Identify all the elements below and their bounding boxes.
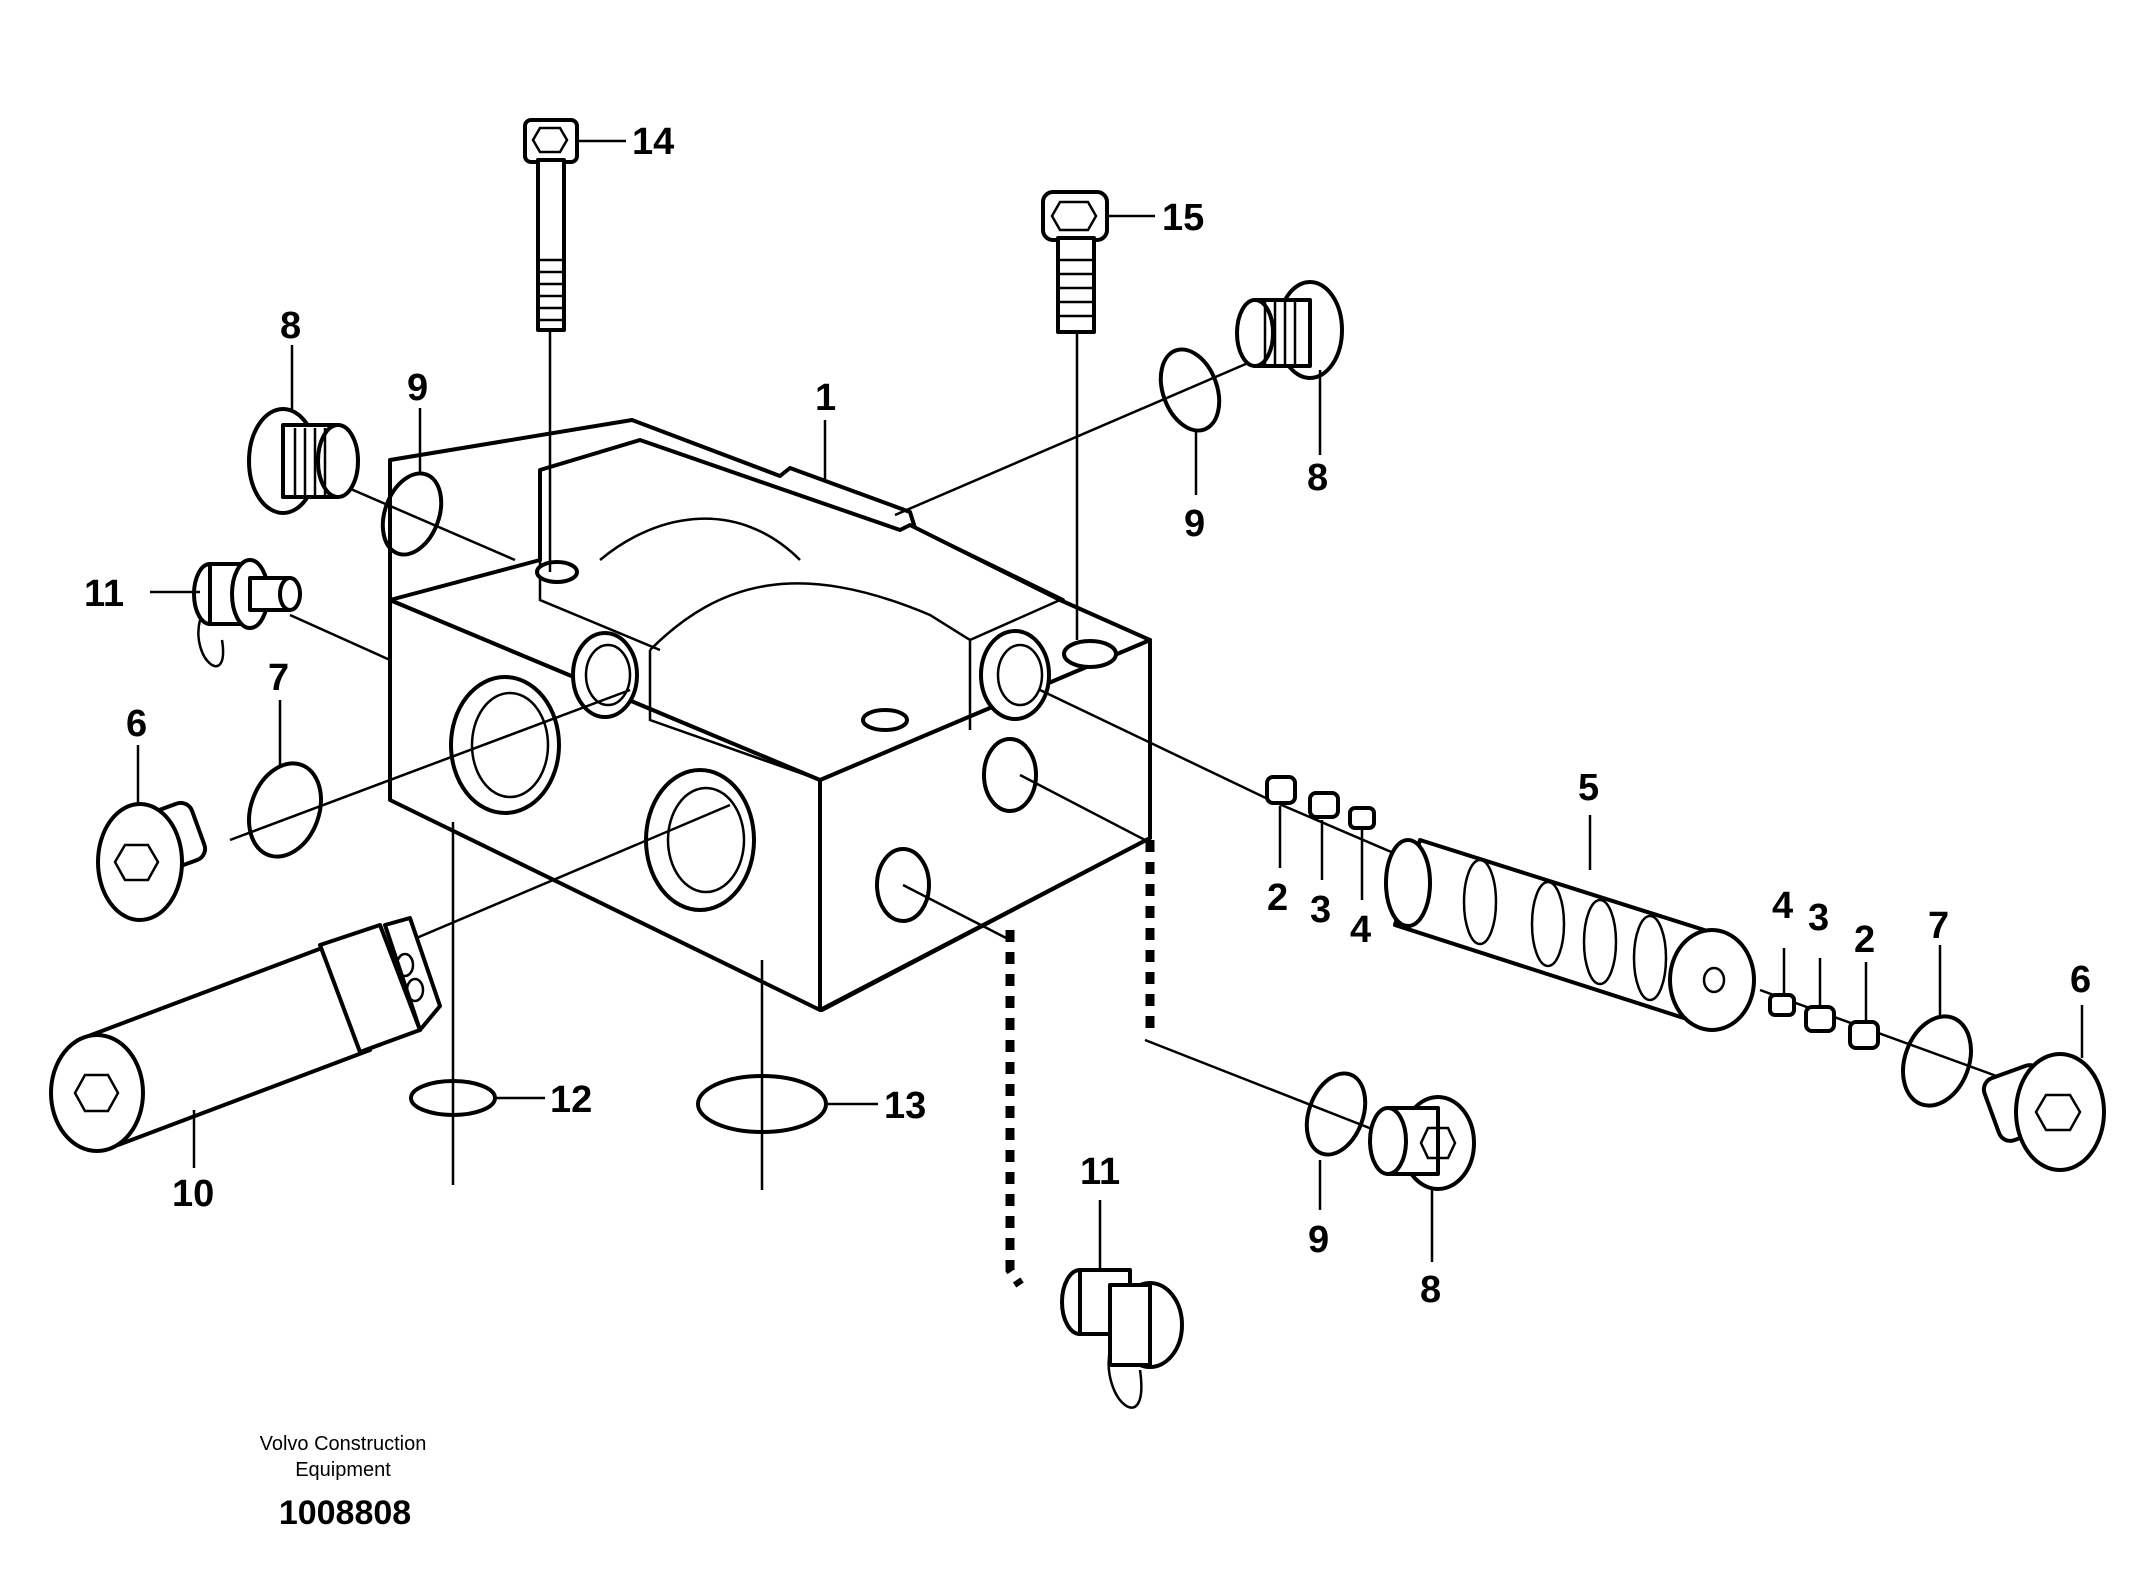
callout-11-top: 11	[84, 573, 124, 615]
callout-3-left: 3	[1310, 889, 1331, 931]
plug-6-right	[1981, 1052, 2106, 1172]
test-port-11-bottom	[1060, 1268, 1184, 1409]
callout-4-left: 4	[1350, 909, 1371, 951]
callout-8-right: 8	[1307, 457, 1328, 499]
callout-12: 12	[550, 1079, 592, 1121]
inserts-left	[1265, 775, 1376, 830]
callout-9-bottom: 9	[1308, 1219, 1329, 1261]
callout-4-right: 4	[1772, 885, 1793, 927]
plug-8-left	[247, 407, 360, 515]
bolt-14	[523, 118, 579, 332]
callout-15: 15	[1162, 197, 1204, 239]
footer-company-line2: Equipment	[295, 1459, 391, 1481]
hose-line-a	[1005, 930, 1024, 1288]
callout-8-bottom: 8	[1420, 1269, 1441, 1311]
spool-5	[1384, 838, 1756, 1032]
oring-9-bottom	[1304, 1071, 1368, 1157]
valve-block	[388, 418, 1152, 1012]
leader-lines	[229, 325, 2036, 1190]
oring-7-left	[247, 761, 323, 859]
oring-9-left	[380, 471, 444, 557]
callout-10: 10	[172, 1173, 214, 1215]
callout-7-right: 7	[1928, 905, 1949, 947]
callout-1: 1	[815, 377, 836, 419]
callout-14: 14	[632, 121, 674, 163]
callout-5: 5	[1578, 767, 1599, 809]
callout-11-bottom: 11	[1080, 1151, 1120, 1193]
callout-9-left: 9	[407, 367, 428, 409]
cartridge-10	[49, 916, 442, 1153]
oring-7-right	[1901, 1014, 1973, 1108]
callout-3-right: 3	[1808, 897, 1829, 939]
callout-2-left: 2	[1267, 877, 1288, 919]
test-port-11-top	[192, 558, 302, 668]
inserts-right	[1768, 993, 1880, 1050]
callout-13: 13	[884, 1085, 926, 1127]
bolt-15	[1041, 190, 1109, 334]
footer: Volvo Construction Equipment 1008808	[260, 1433, 427, 1532]
callout-2-right: 2	[1854, 919, 1875, 961]
plug-8-bottom	[1368, 1095, 1476, 1191]
callout-9-right: 9	[1184, 503, 1205, 545]
footer-drawing-number: 1008808	[279, 1494, 411, 1532]
callout-leaders	[136, 139, 2084, 1270]
callout-6-right: 6	[2070, 959, 2091, 1001]
plug-6-left	[96, 800, 208, 922]
callout-8-left: 8	[280, 305, 301, 347]
callout-labels: 14 15 1 8 9 8 9 11 6 7 2 3 4 5 4 3 2 7 6…	[84, 121, 2091, 1311]
callout-7-left: 7	[268, 657, 289, 699]
callout-6-left: 6	[126, 703, 147, 745]
plug-8-right	[1235, 280, 1344, 380]
oring-9-right	[1158, 347, 1222, 433]
footer-company-line1: Volvo Construction	[260, 1433, 427, 1455]
